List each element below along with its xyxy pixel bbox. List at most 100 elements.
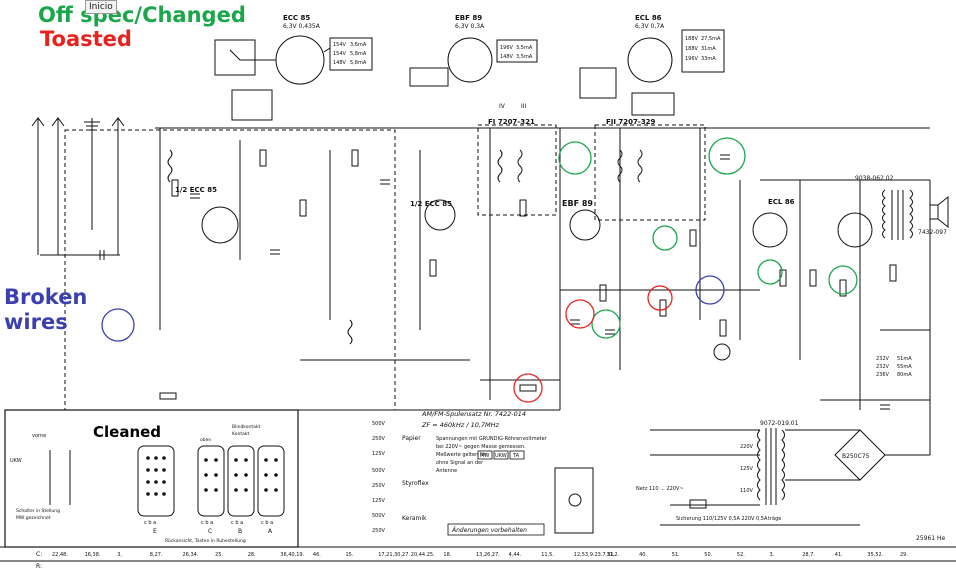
panel-switch-note-1: Schalter in Stellung <box>16 508 60 514</box>
note-box-mw: MW <box>480 453 489 459</box>
part-number: 25961 He <box>916 535 946 542</box>
scale-c-item: 3. <box>770 552 775 558</box>
cap-voltage-1: 500V <box>372 421 386 427</box>
tap-110: 110V <box>740 488 754 494</box>
scale-c-item: 41. <box>835 552 843 558</box>
scale-c-item: 31,2. <box>607 552 620 558</box>
scale-c-item: 22,48. <box>52 552 68 558</box>
ecc85-table-row-2: 154V <box>333 51 347 57</box>
supply-table-1-i: 51mA <box>897 356 912 362</box>
tube-spec-ebf89-top: 6,3V 0,3A <box>455 23 485 30</box>
tube-spec-ecc85-top: 6,3V 0,435A <box>283 23 321 30</box>
legend-broken-wires: Broken wires <box>4 285 87 335</box>
cleaned-panel-title: Cleaned <box>93 423 162 441</box>
ecc85-table-val-3: 5,8mA <box>350 60 367 66</box>
block-label-2: ZF = 460kHz / 10,7MHz <box>421 421 500 429</box>
panel-section-e: E <box>153 528 157 535</box>
roman-label-iii: III <box>521 103 527 110</box>
scale-c-item: 18. <box>443 552 451 558</box>
scale-c-item: 26,34. <box>183 552 199 558</box>
tap-125: 125V <box>740 466 754 472</box>
scale-c-item: 11,5. <box>541 552 554 558</box>
tube-label-ebf89-top: EBF 89 <box>455 14 482 22</box>
power-transformer-label: 9072-019.01 <box>760 420 799 427</box>
scale-c-row: 22,48. 16,38. 3, 8,27. 26,34. 25. 28. 36,40,19.… <box>52 552 908 558</box>
cap-group-styroflex: Styroflex <box>402 480 429 487</box>
ebf89-table-val-2: 3,5mA <box>516 54 533 60</box>
ecl86-table-val-1: 27,5mA <box>701 36 721 42</box>
scale-c-item: 40. <box>639 552 647 558</box>
net-label: Netz 110 ... 220V~ <box>636 486 684 492</box>
supply-table-1-v: 232V <box>876 356 890 362</box>
legend-broken-line-1: Broken <box>4 285 88 309</box>
cap-voltage-8: 250V <box>372 528 386 534</box>
scale-c-item: 28. <box>248 552 256 558</box>
tube-label-ebf89: EBF 89 <box>562 199 593 208</box>
panel-ukw: UKW <box>10 458 22 464</box>
scale-c-item: 16,38. <box>85 552 101 558</box>
cap-voltage-6: 125V <box>372 498 386 504</box>
panel-section-b: B <box>238 528 242 535</box>
panel-vorne: vorne <box>32 433 46 439</box>
ecl86-table-val-2: 31mA <box>701 46 716 52</box>
tube-label-ecc85-1: 1/2 ECC 85 <box>175 186 217 194</box>
scale-c-item: 46. <box>313 552 321 558</box>
supply-table-2-v: 232V <box>876 364 890 370</box>
note-line-3: Meßwerte gelten für <box>436 452 488 458</box>
scale-c-item: 8,27. <box>150 552 163 558</box>
tube-label-ecc85-2: 1/2 ECC 85 <box>410 200 452 208</box>
ebf89-table-row-2: 148V <box>500 54 514 60</box>
scale-c-item: 52. <box>737 552 745 558</box>
panel-letters-b: c b a <box>231 520 243 526</box>
filter-label-fi2: FII 7207-329 <box>606 118 656 126</box>
scale-c-label: C: <box>36 551 42 558</box>
ebf89-table-row-1: 196V <box>500 45 514 51</box>
cap-voltage-4: 500V <box>372 468 386 474</box>
fuse-label: Sicherung 110/125V 0,5A 220V 0,5A <box>676 516 768 522</box>
cap-group-keramik: Keramik <box>402 515 427 522</box>
speaker-label: 7432-097 <box>918 229 947 236</box>
ecc85-table-val-1: 3,6mA <box>350 42 367 48</box>
supply-table-3-v: 236V <box>876 372 890 378</box>
scale-c-item: 36,40,19. <box>280 552 304 558</box>
supply-table-2-i: 55mA <box>897 364 912 370</box>
panel-switch-note-2: MW gezeichnet <box>16 515 51 521</box>
ecc85-table-val-2: 5,8mA <box>350 51 367 57</box>
ecl86-table-row-1: 188V <box>685 36 699 42</box>
ecc85-table-row-1: 154V <box>333 42 347 48</box>
cap-voltage-7: 500V <box>372 513 386 519</box>
tube-label-ecl86: ECL 86 <box>768 198 795 206</box>
scale-c-item: 51. <box>672 552 680 558</box>
cap-voltage-5: 250V <box>372 483 386 489</box>
scale-c-item: 25. <box>215 552 223 558</box>
cap-voltage-3: 125V <box>372 451 386 457</box>
legend-toasted: Toasted <box>40 27 132 51</box>
block-label-1: AM/FM-Spulensatz Nr. 7422-014 <box>421 410 526 418</box>
roman-label-iv: IV <box>499 103 506 110</box>
filter-label-fi1: FI 7207-321 <box>488 118 535 126</box>
note-line-1: Spannungen mit GRUNDIG-Röhrenvoltmeter <box>436 436 548 442</box>
ebf89-table-val-1: 3,5mA <box>516 45 533 51</box>
scale-r-label: R: <box>36 563 42 569</box>
scale-c-item: 17,21,30,27. <box>378 552 410 558</box>
legend-broken-line-2: wires <box>4 310 68 334</box>
note-box-ukw: UKW <box>495 453 507 459</box>
legend-off-spec: Off spec/Changed <box>38 3 246 27</box>
panel-caption: Rückansicht, Tasten in Ruhestellung <box>165 538 246 544</box>
tooltip-inicio: Inicio <box>85 0 117 14</box>
tube-label-ecc85-top: ECC 85 <box>283 14 310 22</box>
ecl86-table-row-2: 188V <box>685 46 699 52</box>
panel-contact-1: Blindkontakt <box>232 424 260 430</box>
scale-c-item: 13,26,27. <box>476 552 500 558</box>
tube-label-ecl86-top: ECL 86 <box>635 14 662 22</box>
scale-c-item: 15. <box>346 552 354 558</box>
scale-c-item: 3, <box>117 552 122 558</box>
panel-section-c: C <box>208 528 212 535</box>
changes-box: Änderungen vorbehalten <box>451 527 527 534</box>
ecc85-table-row-3: 148V <box>333 60 347 66</box>
fuse-note: träge <box>768 516 781 522</box>
scale-c-item: 20,44.25. <box>411 552 435 558</box>
panel-section-a: A <box>268 528 273 535</box>
note-line-4: ohne Signal an der <box>436 460 484 466</box>
scale-c-item: 4,44. <box>509 552 522 558</box>
